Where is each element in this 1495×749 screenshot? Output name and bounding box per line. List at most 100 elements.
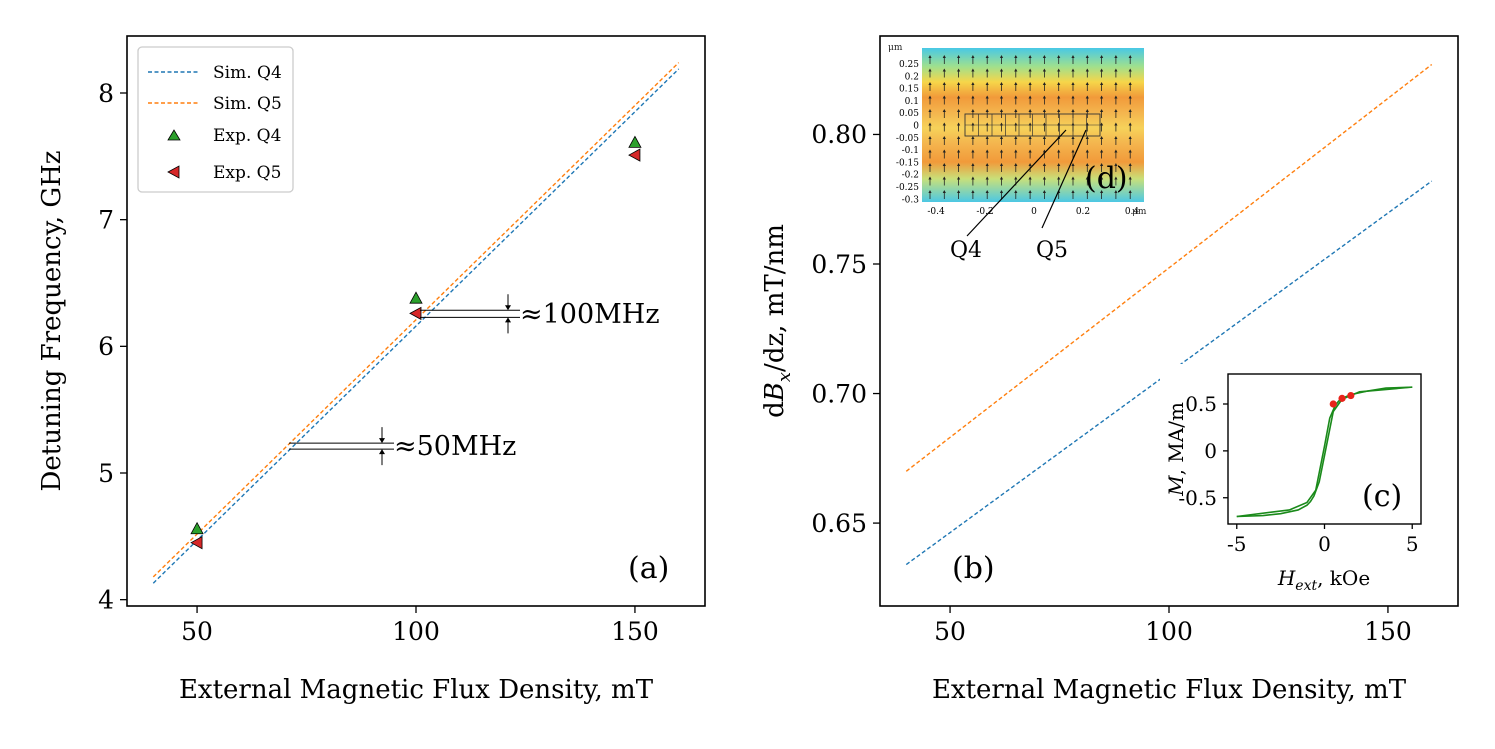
field-arrowhead (1100, 95, 1104, 99)
field-arrowhead (1085, 109, 1089, 112)
field-arrowhead (1071, 163, 1075, 166)
field-arrowhead (1071, 82, 1075, 85)
field-arrowhead (1014, 68, 1018, 72)
field-arrowhead (1028, 190, 1032, 193)
field-arrowhead (1042, 82, 1046, 85)
field-arrowhead (1114, 109, 1118, 112)
field-arrowhead (957, 109, 961, 112)
field-arrowhead (971, 190, 975, 193)
field-map-xtick-label: 0 (1031, 207, 1037, 217)
field-arrowhead (928, 95, 932, 99)
field-arrowhead (1114, 122, 1118, 126)
field-arrowhead (1114, 176, 1118, 180)
field-arrowhead (1057, 149, 1061, 153)
operating-point (1338, 394, 1346, 402)
field-arrowhead (1085, 68, 1089, 72)
field-arrowhead (985, 163, 989, 166)
field-arrowhead (971, 163, 975, 166)
exp-q5-point (628, 148, 641, 162)
field-arrowhead (957, 176, 961, 180)
field-map-xtick-label: 0.2 (1076, 207, 1090, 217)
panel-a-ytick-label: 8 (98, 79, 114, 108)
panel-c-xtick-label: 5 (1406, 532, 1419, 556)
field-arrowhead (1085, 163, 1089, 166)
panel-c-xtick-label: 0 (1318, 532, 1331, 556)
field-arrowhead (1042, 109, 1046, 112)
field-map-ytick-label: -0.2 (902, 171, 919, 181)
callout-q4-line (966, 129, 1067, 237)
field-arrowhead (1100, 122, 1104, 126)
field-arrowhead (1057, 55, 1061, 58)
field-arrowhead (1071, 149, 1075, 153)
panel-a-ytick-label: 5 (98, 459, 114, 488)
field-arrowhead (1100, 149, 1104, 153)
field-arrowhead (1128, 95, 1132, 99)
panel-d-inset: 0.250.20.150.10.050-0.05-0.1-0.15-0.2-0.… (884, 42, 1148, 263)
panel-b-label: (b) (952, 551, 995, 586)
field-arrowhead (1042, 68, 1046, 72)
gap-arrowhead-bottom (505, 317, 511, 323)
panel-c-ylabel: M, MA/m (1164, 402, 1188, 497)
field-arrowhead (928, 149, 932, 153)
field-arrowhead (1128, 136, 1132, 139)
field-arrowhead (1014, 136, 1018, 139)
field-arrowhead (971, 68, 975, 72)
gradient-line (905, 63, 1433, 472)
legend-exp-q5: Exp. Q5 (213, 163, 281, 183)
gap-arrowhead-top (379, 438, 385, 444)
field-arrowhead (1085, 136, 1089, 139)
field-arrowhead (1014, 149, 1018, 153)
field-arrowhead (928, 176, 932, 180)
panel-a-xtick-label: 150 (611, 617, 659, 646)
field-arrowhead (942, 55, 946, 58)
field-arrowhead (1128, 163, 1132, 166)
legend-box (137, 46, 294, 193)
field-arrowhead (1057, 176, 1061, 180)
field-arrowhead (985, 95, 989, 99)
field-arrowhead (999, 68, 1004, 72)
field-arrowhead (971, 55, 975, 58)
field-arrowhead (1100, 176, 1104, 180)
panel-a-ytick-label: 7 (98, 205, 114, 234)
field-arrowhead (942, 122, 946, 126)
field-arrowhead (999, 109, 1004, 112)
field-arrowhead (1014, 190, 1018, 193)
field-map-ytick-label: -0.25 (896, 183, 919, 193)
field-arrowhead (1071, 176, 1075, 180)
field-arrowhead (928, 122, 932, 126)
gap-label: ≈100MHz (520, 299, 660, 330)
field-arrowhead (942, 190, 946, 193)
callout-q5: Q5 (1036, 238, 1068, 263)
exp-q4-point (409, 291, 423, 304)
field-arrowhead (942, 68, 946, 72)
field-arrowhead (1028, 136, 1032, 139)
field-map-ytick-label: -0.15 (896, 158, 919, 168)
field-map-ytick-label: -0.1 (902, 146, 919, 156)
field-map-ytick-label: -0.3 (902, 195, 920, 205)
panel-b-xlabel: External Magnetic Flux Density, mT (932, 675, 1407, 705)
field-arrowhead (1114, 68, 1118, 72)
field-arrowhead (957, 136, 961, 139)
field-map-ytick-label: 0 (913, 122, 919, 132)
field-arrowhead (1085, 149, 1089, 153)
exp-q5-point (409, 306, 422, 321)
field-arrowhead (1042, 190, 1046, 193)
field-map-arrows (928, 55, 1132, 199)
panel-b-xtick-label: 50 (934, 617, 966, 646)
field-arrowhead (957, 122, 961, 126)
field-arrowhead (1100, 136, 1104, 139)
field-map-ytick-label: 0.05 (899, 109, 919, 119)
field-arrowhead (1042, 95, 1046, 99)
field-arrowhead (1028, 163, 1032, 166)
field-arrowhead (985, 68, 989, 72)
panel-b-ylabel: dBx/dz, mT/nm (760, 224, 795, 418)
field-arrowhead (1100, 68, 1104, 72)
field-map-ytick-label: 0.25 (899, 60, 919, 70)
field-arrowhead (1085, 95, 1089, 99)
field-arrowhead (1100, 109, 1104, 112)
field-arrowhead (1042, 163, 1046, 166)
field-arrowhead (985, 149, 989, 153)
sim-line (152, 62, 680, 578)
